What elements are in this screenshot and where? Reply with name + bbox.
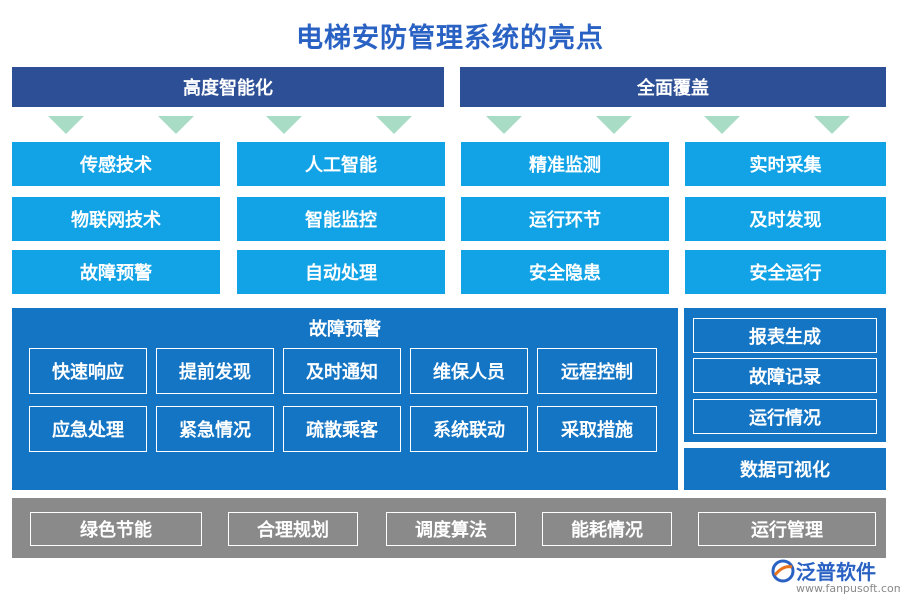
diagram-title: 电梯安防管理系统的亮点 — [296, 23, 604, 54]
alarm-item: 应急处理 — [29, 406, 147, 452]
alarm-item: 采取措施 — [537, 406, 657, 452]
bottom-item: 合理规划 — [228, 512, 358, 546]
fault-alarm-title: 故障预警 — [309, 319, 381, 340]
grid-cell: 安全运行 — [685, 250, 886, 294]
alarm-item: 疏散乘客 — [283, 406, 401, 452]
alarm-item: 系统联动 — [410, 406, 528, 452]
data-visualization-label: 数据可视化 — [740, 460, 830, 481]
grid-cell: 智能监控 — [237, 197, 445, 241]
grid-cell: 传感技术 — [12, 142, 220, 186]
down-arrow-icon — [596, 116, 632, 134]
grid-cell: 实时采集 — [685, 142, 886, 186]
report-item: 故障记录 — [693, 358, 877, 393]
down-arrow-icon — [704, 116, 740, 134]
grid-cell: 自动处理 — [237, 250, 445, 294]
grid-cell: 运行环节 — [461, 197, 669, 241]
alarm-item: 及时通知 — [283, 348, 401, 394]
grid-cell: 故障预警 — [12, 250, 220, 294]
grid-cell: 及时发现 — [685, 197, 886, 241]
bottom-bar: 绿色节能 合理规划 调度算法 能耗情况 运行管理 — [12, 498, 886, 558]
down-arrow-icon — [486, 116, 522, 134]
report-item: 报表生成 — [693, 318, 877, 353]
report-panel — [684, 308, 886, 442]
brand-logo-icon — [771, 559, 795, 582]
brand-logo-name: 泛普软件 — [796, 560, 876, 584]
alarm-item: 提前发现 — [156, 348, 274, 394]
grid-cell: 人工智能 — [237, 142, 445, 186]
report-item: 运行情况 — [693, 399, 877, 434]
bottom-item: 运行管理 — [698, 512, 876, 546]
bottom-item: 绿色节能 — [30, 512, 202, 546]
down-arrow-icon — [158, 116, 194, 134]
bottom-item: 能耗情况 — [542, 512, 672, 546]
brand-logo: 泛普软件 — [770, 556, 876, 585]
down-arrow-icon — [376, 116, 412, 134]
brand-logo-url: www.fanpusoft.com — [796, 582, 900, 595]
fault-alarm-panel — [12, 308, 678, 490]
data-visualization-panel: 数据可视化 — [684, 448, 886, 490]
alarm-item: 维保人员 — [410, 348, 528, 394]
alarm-item: 快速响应 — [29, 348, 147, 394]
header-coverage: 全面覆盖 — [460, 67, 886, 107]
alarm-item: 紧急情况 — [156, 406, 274, 452]
grid-cell: 安全隐患 — [461, 250, 669, 294]
down-arrow-icon — [266, 116, 302, 134]
grid-cell: 物联网技术 — [12, 197, 220, 241]
grid-cell: 精准监测 — [461, 142, 669, 186]
down-arrow-icon — [814, 116, 850, 134]
header-intelligent: 高度智能化 — [12, 67, 444, 107]
alarm-item: 远程控制 — [537, 348, 657, 394]
down-arrow-icon — [48, 116, 84, 134]
bottom-item: 调度算法 — [386, 512, 516, 546]
